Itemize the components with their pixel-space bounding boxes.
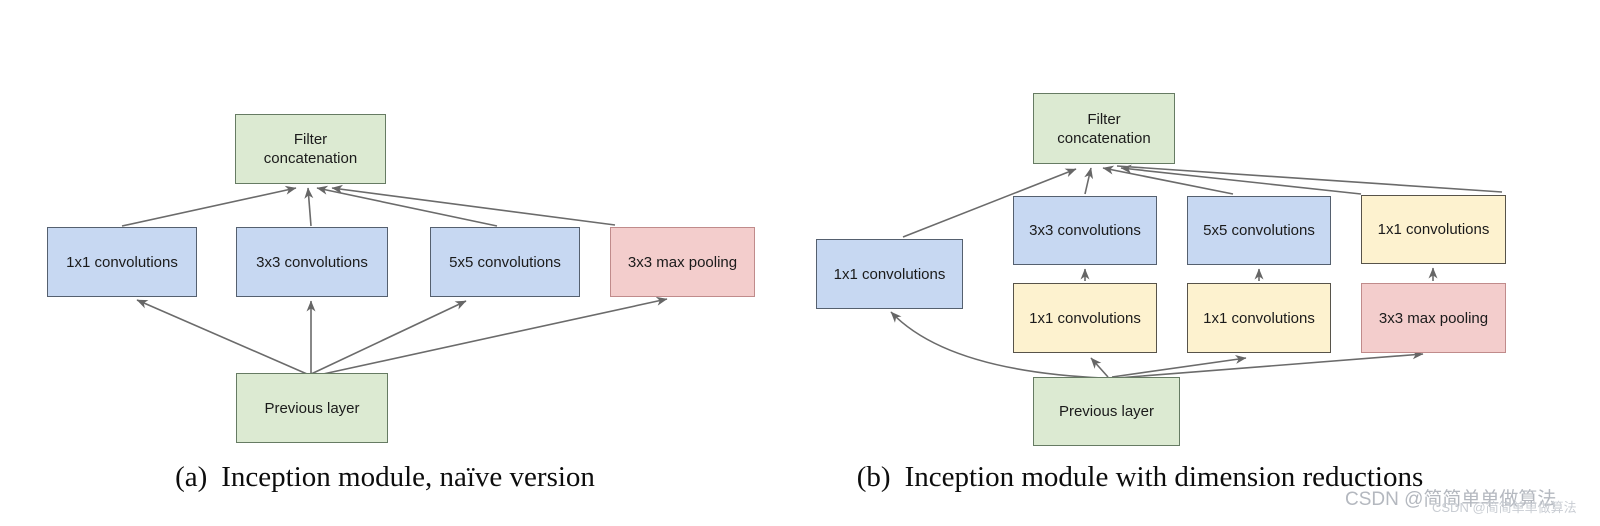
arrow-a-prev-to-maxpool	[313, 296, 668, 377]
node-a-previous-layer: Previous layer	[236, 373, 388, 443]
csdn-watermark: CSDN @简简单单做算法	[1345, 489, 1557, 510]
caption-b-label: (b)	[856, 461, 891, 493]
node-a-3x3-convolutions: 3x3 convolutions	[236, 227, 388, 297]
arrow-a-5x5-to-concat	[316, 185, 498, 227]
node-b-filter-concatenation: Filter concatenation	[1033, 93, 1175, 164]
csdn-watermark-echo: CSDN @简简单单做算法	[1432, 500, 1577, 515]
node-b-1x1-reduce-mid: 1x1 convolutions	[1187, 283, 1331, 353]
caption-a-label: (a)	[175, 461, 208, 493]
node-b-5x5-convolutions: 5x5 convolutions	[1187, 196, 1331, 265]
node-b-3x3-max-pooling: 3x3 max pooling	[1361, 283, 1506, 353]
line-b-1x1right-corner	[1116, 165, 1503, 193]
node-b-1x1-convolutions-right: 1x1 convolutions	[1361, 195, 1506, 264]
node-b-previous-layer: Previous layer	[1033, 377, 1180, 446]
caption-a: (a) Inception module, naïve version	[35, 458, 735, 496]
node-a-5x5-convolutions: 5x5 convolutions	[430, 227, 580, 297]
arrow-b-prev-to-reduce1	[1090, 357, 1109, 378]
node-b-1x1-convolutions-left: 1x1 convolutions	[816, 239, 963, 309]
arrow-b-1x1right-to-concat	[1120, 164, 1362, 195]
arrow-b-prev-to-maxpool	[1116, 350, 1424, 379]
caption-a-text: Inception module, naïve version	[221, 461, 595, 493]
node-b-1x1-reduce-left: 1x1 convolutions	[1013, 283, 1157, 353]
arrow-a-prev-to-5x5	[308, 300, 467, 376]
arrow-b-prev-to-reduce2	[1111, 355, 1247, 378]
arrow-b-1x1left-to-concat	[902, 168, 1077, 238]
node-a-3x3-max-pooling: 3x3 max pooling	[610, 227, 755, 297]
caption-b: (b) Inception module with dimension reduc…	[810, 458, 1470, 496]
arrow-a-maxpool-to-concat	[331, 184, 616, 226]
caption-b-text: Inception module with dimension reductio…	[904, 461, 1424, 493]
node-a-1x1-convolutions: 1x1 convolutions	[47, 227, 197, 297]
node-b-3x3-convolutions: 3x3 convolutions	[1013, 196, 1157, 265]
arrow-a-prev-to-1x1	[136, 299, 308, 375]
arrow-b-3x3-to-concat	[1084, 167, 1094, 195]
arrow-b-prev-to-1x1left	[890, 311, 1104, 379]
arrow-a-3x3-to-concat	[304, 187, 314, 227]
node-a-filter-concatenation: Filter concatenation	[235, 114, 386, 184]
arrow-a-1x1-to-concat	[121, 185, 297, 227]
